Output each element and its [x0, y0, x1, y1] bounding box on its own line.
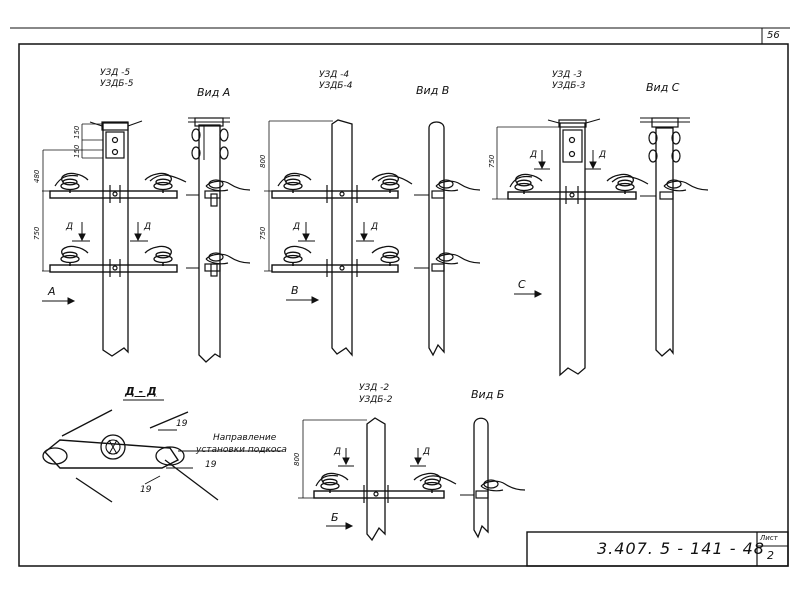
- section-mark-d-left-c: Д: [530, 150, 538, 160]
- sheet-label: Лист: [760, 534, 778, 542]
- side-pole-uzd4: [414, 121, 481, 357]
- section-mark-d-left-a: Д: [66, 222, 74, 232]
- pole-front-uzd4: [269, 119, 399, 357]
- dim-800-d: 800: [293, 452, 301, 466]
- insulators-uzd2: [315, 472, 457, 494]
- dim-800-b: 800: [259, 154, 267, 168]
- view-label-a: Вид А: [197, 86, 231, 99]
- callout-19-top: 19: [176, 419, 188, 429]
- sheet-frame: [10, 27, 790, 567]
- dimension-lines-uzd5: [42, 123, 103, 271]
- side-pole-uzd3: [640, 117, 709, 357]
- section-mark-d-left-d: Д: [334, 447, 342, 457]
- view-label-c: Вид С: [646, 81, 680, 94]
- note-line-1: Направление: [213, 433, 277, 443]
- side-pole-uzd2: [460, 417, 526, 539]
- insulators-uzd3: [509, 173, 649, 195]
- note-line-2: установки подкоса: [196, 445, 287, 455]
- document-number: 3.407. 5 - 141 - 48: [597, 539, 765, 558]
- dim-480: 480: [33, 169, 41, 183]
- section-mark-d-right-b: Д: [371, 222, 379, 232]
- insulators-uzd5: [54, 172, 187, 267]
- code-uzd2: УЗД -2: [359, 383, 390, 393]
- view-arrow-v: В: [291, 284, 299, 297]
- dimension-lines-uzd2: [298, 420, 314, 499]
- section-title: Д - Д: [125, 385, 157, 398]
- code-uzdb4: УЗДБ-4: [319, 81, 353, 91]
- view-arrow-c: С: [518, 278, 526, 291]
- section-d-d-detail: [42, 399, 282, 503]
- dimension-lines-uzd3: [492, 127, 508, 200]
- callout-19-right: 19: [205, 460, 217, 470]
- callout-19-bottom: 19: [140, 485, 152, 495]
- dim-150-top: 150: [73, 125, 81, 139]
- side-pole-uzd5: [186, 117, 251, 363]
- section-mark-d-right-d: Д: [423, 447, 431, 457]
- code-uzd4: УЗД -4: [319, 70, 350, 80]
- view-label-v: Вид В: [416, 84, 450, 97]
- section-arrows-uzd4: [286, 222, 374, 304]
- dim-150-bottom: 150: [73, 144, 81, 158]
- code-uzdb2: УЗДБ-2: [359, 395, 393, 405]
- section-arrows-uzd3: [514, 150, 601, 298]
- title-block: [526, 531, 789, 567]
- pole-front-uzd5: [42, 120, 178, 357]
- sheet-number-top: 56: [767, 30, 780, 41]
- section-mark-d-right-a: Д: [144, 222, 152, 232]
- dim-750-a: 750: [33, 226, 41, 240]
- section-arrows-uzd5: [42, 222, 148, 305]
- dim-750-c: 750: [488, 154, 496, 168]
- code-uzdb5: УЗДБ-5: [100, 79, 134, 89]
- view-arrow-a: А: [48, 285, 56, 298]
- view-arrow-b: Б: [331, 511, 339, 524]
- sheet-number: 2: [767, 549, 774, 562]
- pole-front-uzd2: [303, 417, 445, 542]
- insulators-uzd4: [277, 172, 413, 267]
- dim-750-b: 750: [259, 226, 267, 240]
- code-uzd3: УЗД -3: [552, 70, 583, 80]
- section-mark-d-left-b: Д: [293, 222, 301, 232]
- section-mark-d-right-c: Д: [599, 150, 607, 160]
- section-arrows-uzd2: [326, 448, 426, 530]
- dimension-lines-uzd4: [264, 121, 272, 272]
- code-uzd5: УЗД -5: [100, 68, 131, 78]
- view-label-b: Вид Б: [471, 388, 505, 401]
- code-uzdb3: УЗДБ-3: [552, 81, 586, 91]
- pole-front-uzd3: [497, 118, 637, 377]
